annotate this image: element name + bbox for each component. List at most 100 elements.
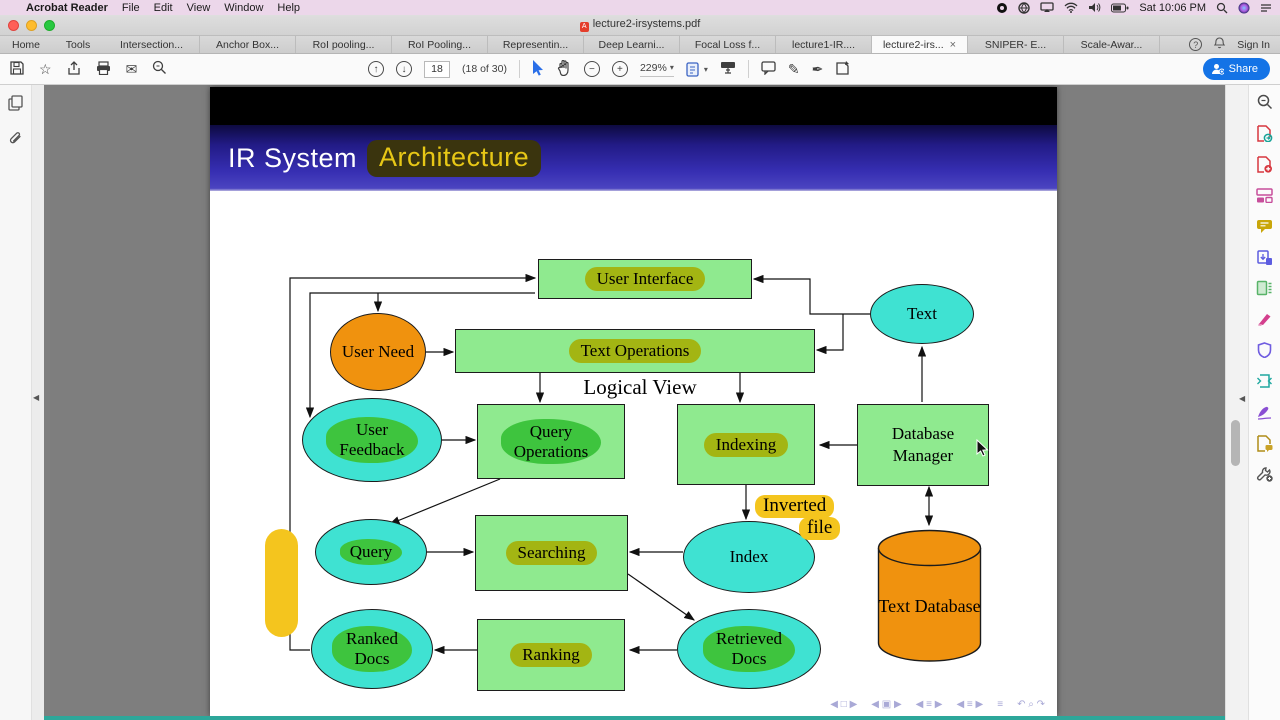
node-text-operations: Text Operations <box>455 329 815 373</box>
tab-doc-scale-aware[interactable]: Scale-Awar... <box>1064 36 1160 53</box>
print-icon[interactable] <box>96 60 111 78</box>
node-user-feedback: User Feedback <box>302 398 442 482</box>
email-icon[interactable]: ✉ <box>125 61 138 77</box>
menu-view[interactable]: View <box>186 1 211 14</box>
edit-pdf-icon[interactable] <box>1256 186 1274 204</box>
tab-tools[interactable]: Tools <box>65 38 91 51</box>
nav-subsection-icons[interactable]: ◀ ▣ ▶ <box>871 699 902 710</box>
spotlight-icon[interactable] <box>1216 2 1228 14</box>
attachments-paperclip-icon[interactable] <box>8 132 23 153</box>
node-query-operations: Query Operations <box>477 404 625 479</box>
slide-top-bar <box>210 87 1057 125</box>
node-ranking: Ranking <box>477 619 625 691</box>
acrobat-toolbar: ☆ ✉ ↑ ↓ (18 of 30) − + 229% ▾ ▾ ✎ ✒ Shar… <box>0 54 1280 85</box>
close-window-button[interactable] <box>8 19 19 31</box>
notification-center-icon[interactable] <box>1260 3 1272 13</box>
slide-title-highlight: Architecture <box>367 139 542 177</box>
menu-edit[interactable]: Edit <box>153 1 173 14</box>
favorites-star-icon[interactable]: ☆ <box>39 61 52 77</box>
document-tab-bar: Home Tools Intersection... Anchor Box...… <box>0 36 1280 54</box>
tab-doc-representing[interactable]: Representin... <box>488 36 584 53</box>
tab-doc-intersection[interactable]: Intersection... <box>104 36 200 53</box>
pdf-page: IR System Architecture <box>210 87 1057 716</box>
comment-tool-icon[interactable] <box>761 60 776 78</box>
nav-appendix-icon[interactable]: ≡ <box>997 699 1004 710</box>
previous-page-button[interactable]: ↑ <box>368 61 384 77</box>
tab-doc-focal-loss[interactable]: Focal Loss f... <box>680 36 776 53</box>
send-for-comments-icon[interactable] <box>1256 434 1274 452</box>
tab-doc-sniper[interactable]: SNIPER- E... <box>968 36 1064 53</box>
export-tool-icon[interactable] <box>835 60 850 78</box>
search-tool-icon[interactable] <box>1256 93 1274 111</box>
combine-files-icon[interactable] <box>1256 248 1274 266</box>
find-icon[interactable] <box>152 60 167 78</box>
next-page-button[interactable]: ↓ <box>396 61 412 77</box>
record-status-icon[interactable] <box>996 2 1008 14</box>
wifi-icon[interactable] <box>1064 2 1078 13</box>
create-pdf-icon[interactable] <box>1256 155 1274 173</box>
help-icon[interactable]: ? <box>1189 38 1203 51</box>
zoom-level-dropdown[interactable]: 229% ▾ <box>639 62 674 77</box>
save-icon[interactable] <box>10 60 24 78</box>
hand-tool-icon[interactable] <box>557 59 572 79</box>
nav-section-icons[interactable]: ◀ ≡ ▶ <box>915 699 943 710</box>
close-tab-icon[interactable]: × <box>949 38 957 51</box>
page-number-input[interactable] <box>424 60 450 78</box>
menu-bar-clock[interactable]: Sat 10:06 PM <box>1139 1 1206 14</box>
add-tools-wrench-icon[interactable] <box>1256 465 1274 483</box>
zoom-out-button[interactable]: − <box>583 61 600 77</box>
nav-frame-icons[interactable]: ◀ □ ▶ <box>830 699 858 710</box>
yellow-highlight-bar <box>265 529 298 637</box>
tab-doc-deep-learning[interactable]: Deep Learni... <box>584 36 680 53</box>
compress-pdf-icon[interactable] <box>1256 372 1274 390</box>
zoom-in-button[interactable]: + <box>611 61 628 77</box>
menu-window[interactable]: Window <box>224 1 264 14</box>
vertical-scrollbar[interactable] <box>1225 85 1248 720</box>
comment-tool-icon-panel[interactable] <box>1256 217 1274 235</box>
minimize-window-button[interactable] <box>26 19 37 31</box>
sign-in-button[interactable]: Sign In <box>1237 38 1270 51</box>
menu-help[interactable]: Help <box>277 1 301 14</box>
pdf-document-area[interactable]: IR System Architecture <box>44 85 1225 716</box>
tab-doc-lecture1-ir[interactable]: lecture1-IR.... <box>776 36 872 53</box>
select-tool-icon[interactable] <box>532 59 545 79</box>
export-pdf-icon[interactable] <box>1256 124 1274 142</box>
screen-mirroring-icon[interactable] <box>1040 2 1054 13</box>
highlighter-icon[interactable] <box>1256 310 1274 328</box>
volume-icon[interactable] <box>1088 2 1101 13</box>
share-button[interactable]: Share <box>1202 58 1270 80</box>
share-file-icon[interactable] <box>67 60 81 78</box>
page-fit-dropdown[interactable]: ▾ <box>686 61 708 77</box>
protect-shield-icon[interactable] <box>1256 341 1274 359</box>
collapse-left-pane-icon[interactable]: ◀ <box>33 393 40 402</box>
slide-title: IR System Architecture <box>228 139 542 177</box>
presentation-mode-icon[interactable] <box>720 61 736 78</box>
organize-pages-icon[interactable] <box>1256 279 1274 297</box>
bell-icon[interactable] <box>1213 37 1226 52</box>
zoom-window-button[interactable] <box>44 19 55 31</box>
nav-presentation-icons[interactable]: ◀ ≡ ▶ <box>956 699 984 710</box>
sign-tool-icon[interactable]: ✒ <box>811 61 824 77</box>
nav-back-find-forward-icons[interactable]: ↶ ⌕ ↷ <box>1017 699 1045 710</box>
tab-doc-roi-pooling-1[interactable]: RoI pooling... <box>296 36 392 53</box>
fill-and-sign-icon[interactable] <box>1256 403 1274 421</box>
siri-icon[interactable] <box>1238 2 1250 14</box>
location-icon[interactable] <box>1018 1 1031 14</box>
collapse-right-pane-icon[interactable]: ◀ <box>1239 394 1246 403</box>
tab-home[interactable]: Home <box>11 38 40 51</box>
right-tools-pane <box>1248 85 1280 720</box>
tab-doc-anchor-box[interactable]: Anchor Box... <box>200 36 296 53</box>
menu-file[interactable]: File <box>121 1 140 14</box>
node-ranked-docs: Ranked Docs <box>311 609 433 689</box>
tab-doc-lecture2-irsystems-active[interactable]: lecture2-irs... × <box>872 36 968 53</box>
page-thumbnails-icon[interactable] <box>8 95 23 116</box>
node-user-need: User Need <box>330 313 426 391</box>
app-menu-title[interactable]: Acrobat Reader <box>26 1 108 14</box>
tab-doc-roi-pooling-2[interactable]: RoI Pooling... <box>392 36 488 53</box>
highlight-tool-icon[interactable]: ✎ <box>787 61 800 77</box>
scrollbar-thumb[interactable] <box>1231 420 1240 466</box>
battery-icon[interactable] <box>1111 3 1129 13</box>
